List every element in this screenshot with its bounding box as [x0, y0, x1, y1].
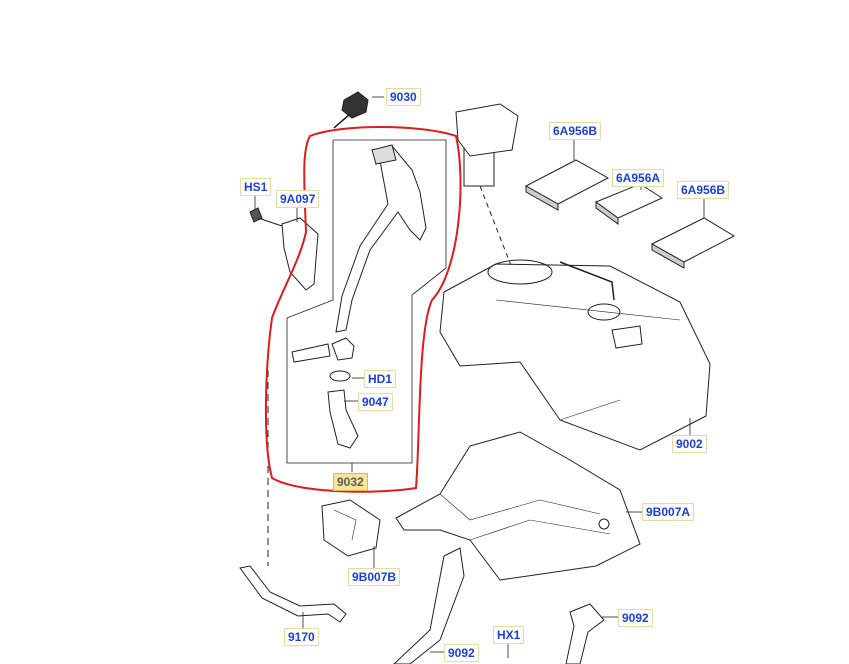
vent-tube: [239, 370, 347, 623]
label-9030[interactable]: 9030: [386, 88, 421, 106]
label-9002[interactable]: 9002: [672, 435, 707, 453]
selection-outline: [264, 126, 462, 493]
label-9170[interactable]: 9170: [284, 628, 319, 646]
fuel-pump-module: [455, 103, 519, 269]
label-6a956a[interactable]: 6A956A: [612, 169, 665, 187]
label-9b007b[interactable]: 9B007B: [348, 568, 401, 586]
fuel-cap: [333, 91, 369, 129]
label-6a956b-right[interactable]: 6A956B: [677, 181, 730, 199]
filler-pipe: [286, 139, 447, 464]
heat-shield-9b007b: [321, 499, 381, 557]
filter-pads: [524, 159, 736, 269]
label-9092-bottom[interactable]: 9092: [444, 644, 479, 662]
heat-shield-9b007a: [395, 431, 641, 581]
label-6a956b-top[interactable]: 6A956B: [549, 122, 602, 140]
bracket-9a097: [249, 207, 319, 291]
strap-bottom: [393, 547, 465, 664]
fuel-tank: [439, 259, 711, 451]
strap-right: [565, 603, 605, 664]
label-hd1[interactable]: HD1: [364, 370, 397, 388]
label-hs1[interactable]: HS1: [240, 178, 272, 196]
label-9a097[interactable]: 9A097: [276, 190, 320, 208]
label-hx1[interactable]: HX1: [493, 626, 525, 644]
label-9b007a[interactable]: 9B007A: [642, 503, 695, 521]
label-9092-right[interactable]: 9092: [618, 609, 653, 627]
label-9047[interactable]: 9047: [358, 393, 393, 411]
label-9032[interactable]: 9032: [333, 473, 368, 491]
